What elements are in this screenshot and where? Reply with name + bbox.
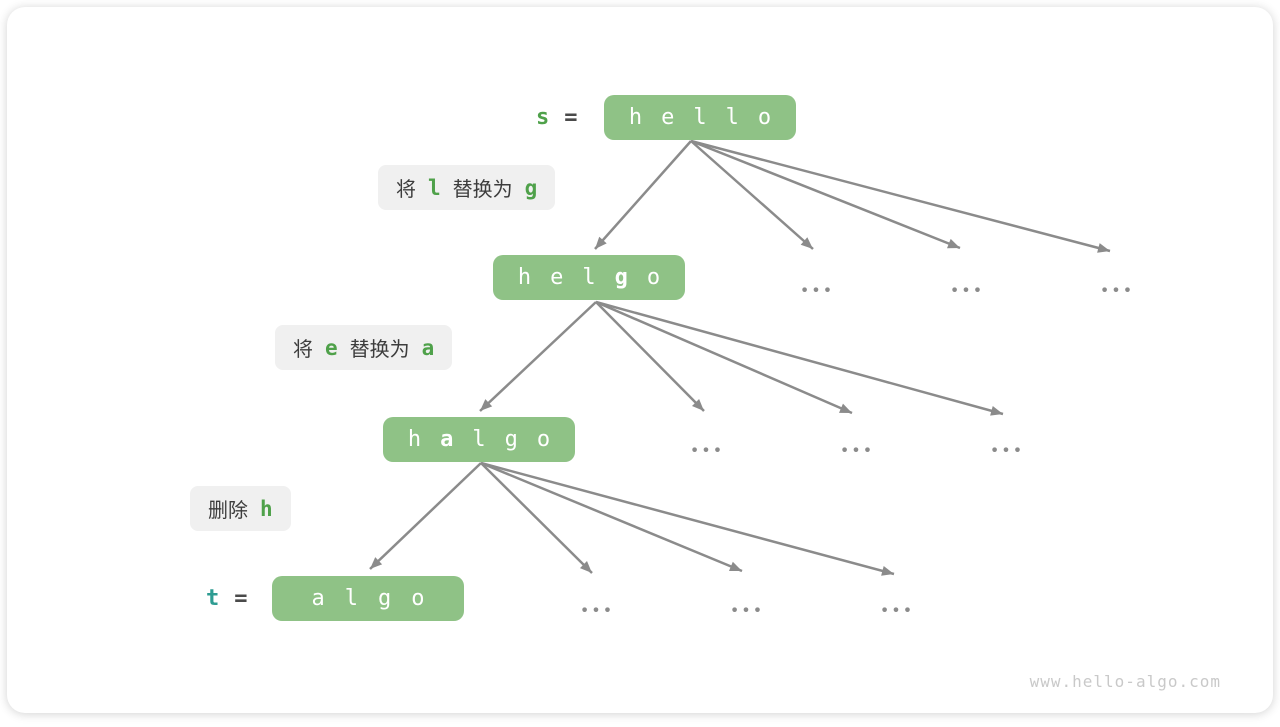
node-char: l: [582, 265, 596, 290]
ellipsis: •••: [579, 600, 615, 620]
op-text: 将: [293, 337, 313, 361]
node-char: h: [517, 265, 532, 290]
node-char: o: [411, 586, 425, 611]
node-char: l: [725, 105, 739, 130]
node-char: o: [757, 105, 772, 130]
arrow-helgo-to-halgo: [479, 301, 597, 412]
equals-sign: =: [564, 105, 578, 130]
node-char: a: [311, 586, 325, 611]
node-char: l: [472, 427, 486, 452]
op-code-char: l: [428, 175, 441, 200]
ellipsis: •••: [839, 440, 875, 460]
node-char: h: [628, 105, 643, 130]
op-code-char: h: [260, 496, 273, 521]
ellipsis: •••: [879, 600, 915, 620]
arrow-halgo-to-algo: [369, 462, 482, 570]
op-text: 将: [396, 177, 416, 201]
ellipsis: •••: [1099, 280, 1135, 300]
node-char: o: [646, 265, 661, 290]
ellipsis: •••: [949, 280, 985, 300]
watermark: www.hello-algo.com: [1029, 672, 1221, 691]
arrow-hello-to-helgo: [594, 140, 692, 250]
op-code-char: e: [325, 335, 338, 360]
op-text: 替换为: [452, 177, 513, 201]
arrow-helgo-to-branch-3: [595, 300, 1004, 416]
var-label-t: t =: [206, 576, 248, 621]
node-char: h: [407, 427, 422, 452]
node-char: l: [344, 586, 358, 611]
op-text: 替换为: [349, 337, 410, 361]
var-name-t: t: [206, 586, 220, 611]
node-char: g: [378, 586, 392, 611]
var-label-s: s =: [536, 95, 578, 140]
op-code-char: g: [524, 175, 538, 200]
arrow-hello-to-branch-3: [690, 139, 1111, 253]
arrow-helgo-to-branch-2: [595, 300, 853, 415]
node-char: g: [504, 427, 518, 452]
arrow-halgo-to-branch-3: [480, 461, 895, 576]
var-name-s: s: [536, 105, 550, 130]
ellipsis: •••: [989, 440, 1025, 460]
ellipsis: •••: [689, 440, 725, 460]
op-text: 删除: [208, 498, 248, 522]
arrow-hello-to-branch-1: [690, 140, 814, 250]
arrow-halgo-to-branch-2: [480, 461, 743, 573]
op-code-char: a: [421, 335, 435, 360]
node-char: a: [440, 427, 454, 452]
node-char: g: [614, 265, 628, 290]
arrow-helgo-to-branch-1: [595, 301, 705, 412]
operation-label-delete-h: 删除 h: [190, 486, 291, 531]
node-char: l: [693, 105, 707, 130]
arrow-halgo-to-branch-1: [480, 462, 593, 574]
arrow-hello-to-branch-2: [690, 139, 961, 250]
ellipsis: •••: [799, 280, 835, 300]
node-char: o: [536, 427, 551, 452]
node-char: e: [661, 105, 675, 130]
equals-sign: =: [234, 586, 248, 611]
node-char: e: [550, 265, 564, 290]
ellipsis: •••: [729, 600, 765, 620]
